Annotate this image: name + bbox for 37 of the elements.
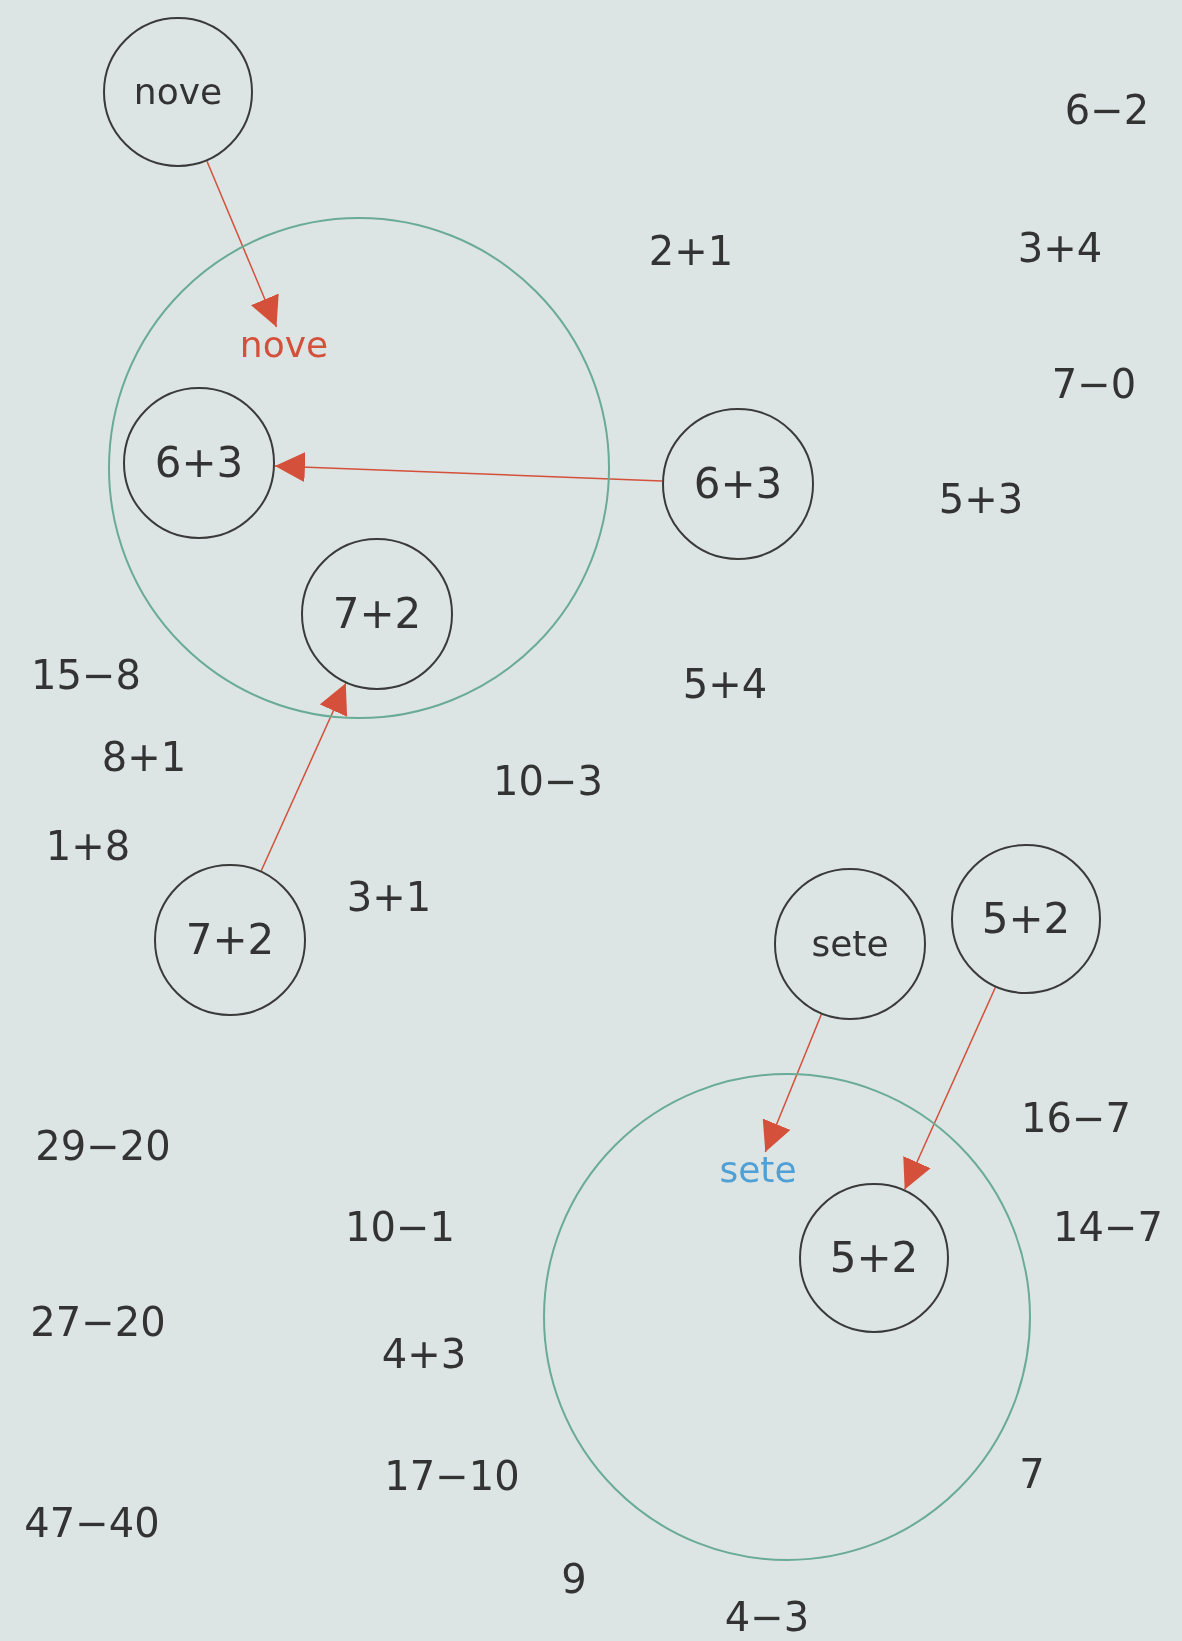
arithmetic-expression: 17−10	[384, 1456, 520, 1496]
node-text: 5+2	[981, 898, 1071, 940]
node-text: 6+3	[154, 442, 244, 484]
arrow	[260, 682, 348, 872]
arithmetic-expression: 29−20	[35, 1126, 171, 1166]
node-text: 7+2	[332, 593, 422, 635]
arithmetic-expression: 15−8	[31, 655, 141, 695]
arithmetic-expression: 5+3	[938, 479, 1024, 519]
arithmetic-expression: 9	[561, 1559, 587, 1599]
arithmetic-expression: 1+8	[45, 826, 131, 866]
arithmetic-expression: 4−3	[724, 1597, 810, 1637]
arrow	[762, 1013, 823, 1153]
arithmetic-expression: 6−2	[1064, 90, 1150, 130]
set-name: sete	[719, 1152, 797, 1188]
node-text: nove	[133, 74, 223, 110]
arrow	[274, 452, 663, 483]
arithmetic-expression: 10−3	[493, 761, 603, 801]
arithmetic-expression: 3+4	[1017, 228, 1103, 268]
arrow	[903, 986, 997, 1191]
arithmetic-expression: 2+1	[648, 231, 734, 271]
node-text: 7+2	[185, 919, 275, 961]
arithmetic-expression: 5+4	[682, 664, 768, 704]
arithmetic-expression: 7	[1019, 1454, 1045, 1494]
arithmetic-expression: 4+3	[381, 1334, 467, 1374]
arrow	[206, 160, 279, 328]
node-text: 6+3	[693, 463, 783, 505]
set-name: nove	[239, 327, 329, 363]
arithmetic-expression: 16−7	[1021, 1098, 1131, 1138]
arithmetic-expression: 10−1	[345, 1207, 455, 1247]
arithmetic-expression: 8+1	[101, 737, 187, 777]
arithmetic-expression: 7−0	[1051, 364, 1137, 404]
arithmetic-expression: 47−40	[24, 1503, 160, 1543]
arithmetic-expression: 27−20	[30, 1302, 166, 1342]
arithmetic-expression: 3+1	[346, 877, 432, 917]
arithmetic-expression: 14−7	[1053, 1207, 1163, 1247]
node-text: sete	[811, 926, 889, 962]
node-text: 5+2	[829, 1237, 919, 1279]
